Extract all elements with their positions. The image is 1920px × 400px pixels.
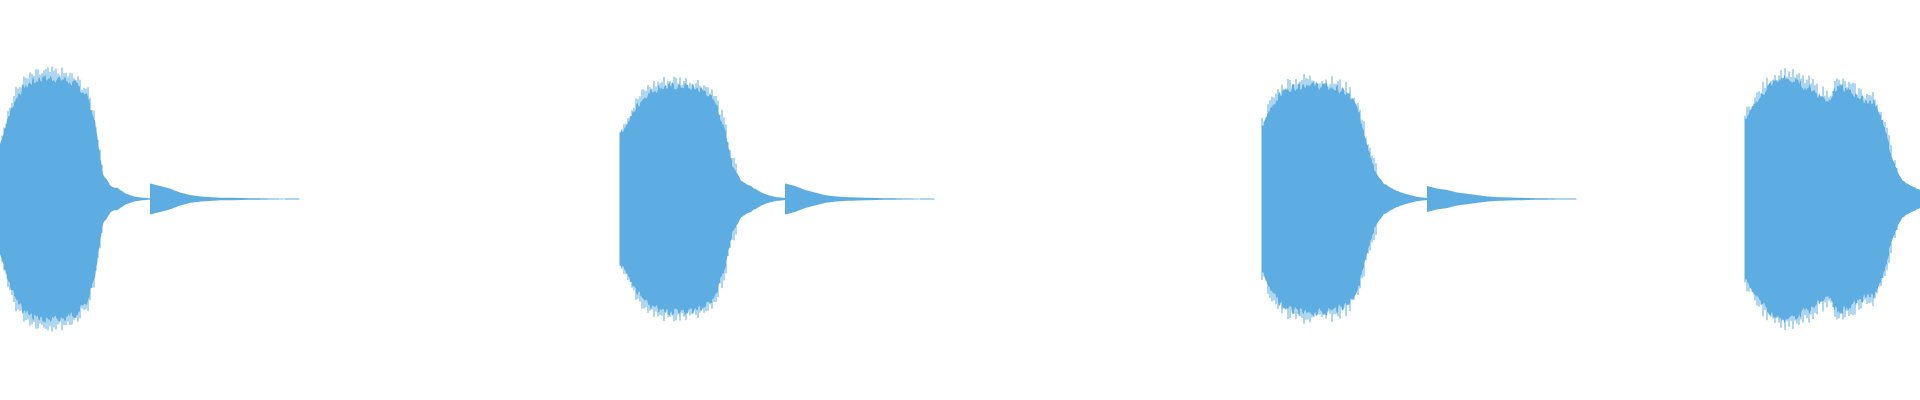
waveform-clip-1 [0, 66, 300, 332]
waveform-clip-4 [1744, 68, 1920, 330]
waveform-clip-2 [619, 76, 935, 322]
waveform-clip-3 [1261, 74, 1577, 324]
